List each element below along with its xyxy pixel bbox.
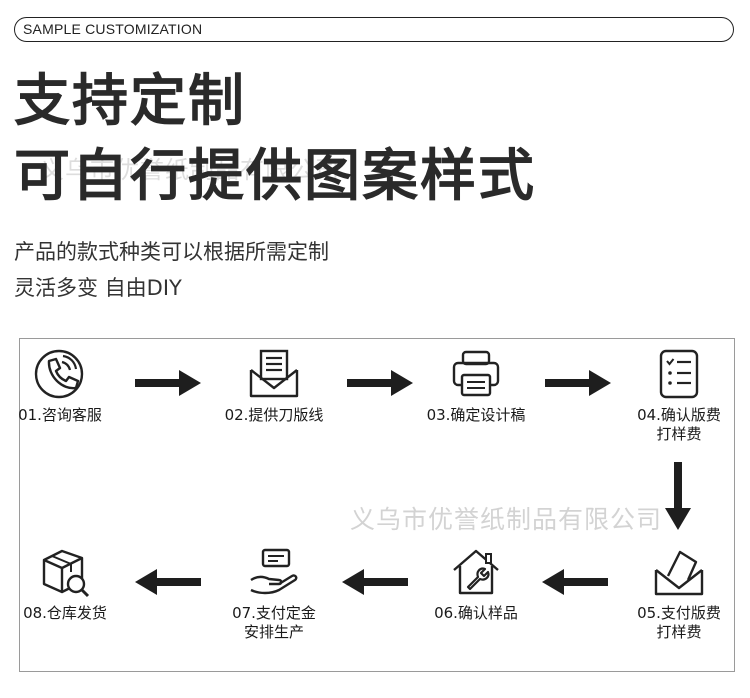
step-warehouse-ship: 08.仓库发货 [0, 546, 130, 623]
step-confirm-design: 03.确定设计稿 [411, 348, 541, 425]
step-label: 07.支付定金 安排生产 [232, 604, 316, 641]
arrow-down-icon [665, 462, 691, 530]
step-label: 01.咨询客服 [18, 406, 102, 424]
step-label: 08.仓库发货 [23, 604, 107, 622]
house-wrench-icon [453, 549, 499, 595]
envelope-document-icon [249, 349, 299, 398]
step-label: 02.提供刀版线 [224, 406, 324, 424]
step-label: 04.确认版费 打样费 [637, 406, 721, 443]
step-pay-deposit: 07.支付定金 安排生产 [209, 546, 339, 642]
hand-payment-icon [250, 548, 298, 595]
arrow-right-icon [347, 370, 413, 396]
headline-line1: 支持定制 [14, 69, 246, 134]
step-label: 05.支付版费 打样费 [637, 604, 721, 641]
step-provide-dieline: 02.提供刀版线 [209, 348, 339, 425]
phone-icon [34, 349, 84, 399]
step-confirm-plate-fee: 04.确认版费 打样费 [614, 348, 744, 444]
envelope-payment-icon [654, 550, 704, 596]
arrow-right-icon [545, 370, 611, 396]
step-label: 03.确定设计稿 [426, 406, 526, 424]
watermark-top: 义乌市优誉纸制品有限公司 [40, 156, 340, 184]
printer-icon [452, 350, 500, 397]
headline-line2: 可自行提供图案样式 [14, 144, 536, 209]
arrow-right-icon [135, 370, 201, 396]
arrow-left-icon [542, 569, 608, 595]
subtitle-line2: 灵活多变 自由DIY [14, 276, 182, 300]
step-label: 06.确认样品 [434, 604, 518, 622]
process-panel [19, 338, 735, 672]
subtitle-line1: 产品的款式种类可以根据所需定制 [14, 240, 329, 264]
step-consult-service: 01.咨询客服 [0, 348, 125, 425]
sample-customization-badge: SAMPLE CUSTOMIZATION [14, 17, 734, 42]
step-confirm-sample: 06.确认样品 [411, 546, 541, 623]
watermark-middle: 义乌市优誉纸制品有限公司 [350, 505, 663, 534]
arrow-left-icon [342, 569, 408, 595]
checklist-icon [659, 349, 699, 399]
arrow-left-icon [135, 569, 201, 595]
box-search-icon [42, 549, 90, 598]
step-pay-plate-fee: 05.支付版费 打样费 [614, 546, 744, 642]
